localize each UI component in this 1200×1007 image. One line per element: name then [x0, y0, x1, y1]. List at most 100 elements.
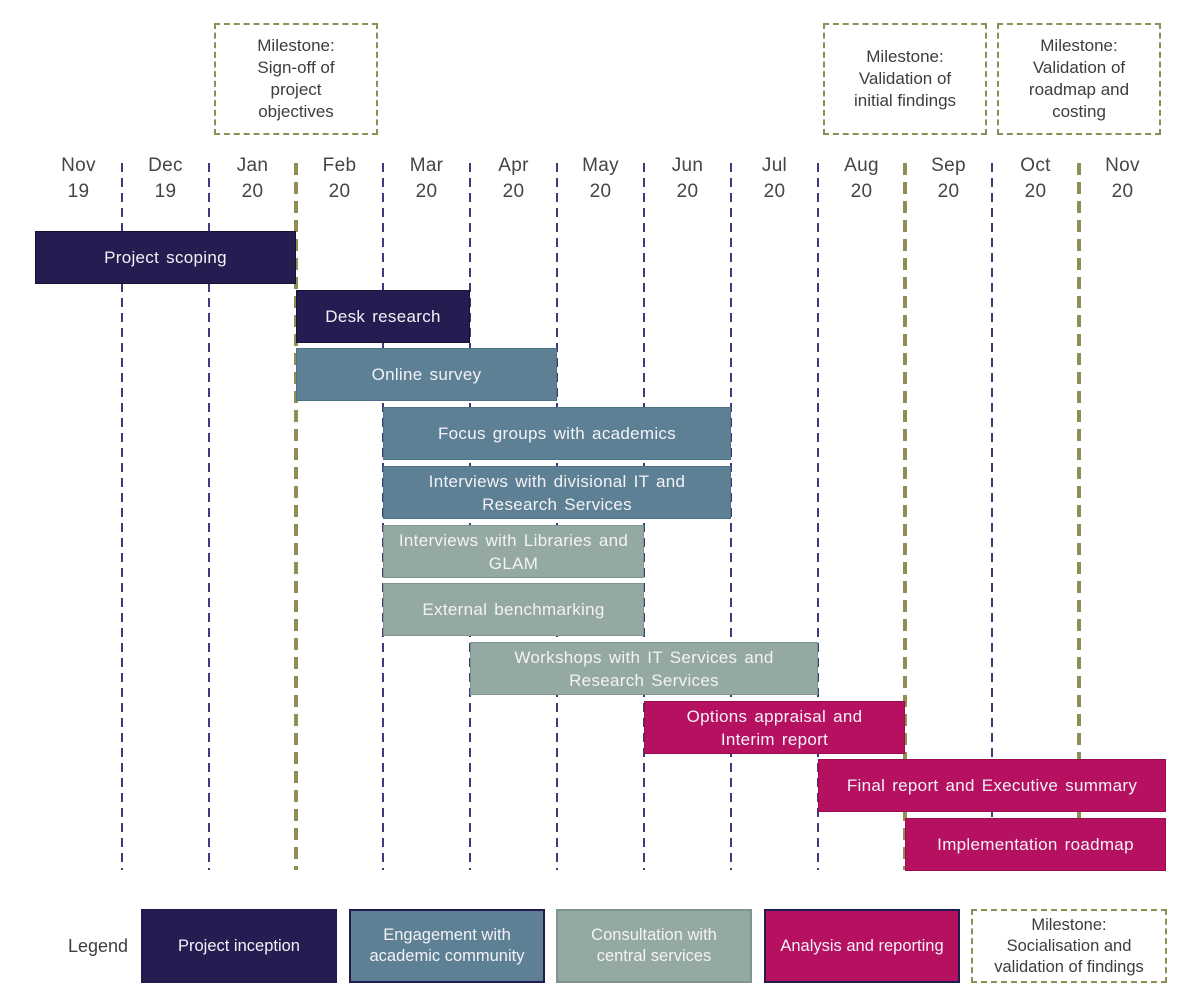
month-gridline [730, 163, 732, 870]
month-label-line: 20 [1024, 181, 1047, 202]
month-label: May 20 [557, 153, 644, 205]
month-label-line: 19 [67, 181, 90, 202]
month-label-line: 20 [937, 181, 960, 202]
milestone-gridline [294, 163, 298, 870]
task-bar-label-line: Focus groups with academics [437, 424, 677, 443]
month-label: Feb 20 [296, 153, 383, 205]
month-label: Jan 20 [209, 153, 296, 205]
month-label-line: Aug [844, 155, 879, 176]
milestone-callout-line: Milestone: [257, 36, 335, 55]
task-bar-label-line: Research Services [569, 670, 719, 690]
legend-item-label-line: Socialisation and [1006, 936, 1132, 955]
milestone-gridline [1077, 163, 1081, 870]
month-label-line: Feb [322, 155, 357, 176]
milestone-callout-line: costing [1052, 102, 1106, 121]
task-bar-label-line: External benchmarking [422, 600, 605, 619]
month-label-line: 20 [676, 181, 699, 202]
legend-item-engagement: Engagement with academic community [349, 909, 545, 983]
month-label-line: Jun [671, 155, 704, 176]
task-bar-label-line: Project scoping [104, 248, 227, 267]
month-label: Mar 20 [383, 153, 470, 205]
month-label: Aug 20 [818, 153, 905, 205]
task-bar-final-report-and-executive-summary: Final report and Executive summary [818, 759, 1166, 812]
milestone-callout-line: initial findings [853, 91, 957, 110]
month-label-line: Dec [148, 155, 183, 176]
month-label-line: 20 [415, 181, 438, 202]
task-bar-label-line: Interviews with divisional IT and [428, 471, 686, 491]
milestone-callout-line: Validation of [858, 69, 952, 88]
month-gridline [991, 163, 993, 870]
task-bar-label-line: Options appraisal and [686, 706, 863, 726]
task-bar-online-survey: Online survey [296, 348, 557, 401]
month-gridline [208, 163, 210, 870]
month-label-line: 20 [328, 181, 351, 202]
milestone-callout: Milestone: Validation of initial findings [823, 23, 987, 135]
task-bar-label-line: GLAM [488, 553, 539, 573]
task-bar-label-line: Implementation roadmap [937, 835, 1134, 854]
legend-item-label-line: academic community [369, 947, 525, 965]
legend-label: Legend [67, 936, 129, 956]
legend-item-label-line: Engagement with [383, 926, 511, 944]
month-label-line: May [582, 155, 619, 176]
milestone-callout-line: Milestone: [1040, 36, 1118, 55]
task-bar-desk-research: Desk research [296, 290, 470, 343]
task-bar-label-line: Desk research [325, 307, 441, 326]
legend-item-consultation: Consultation with central services [556, 909, 752, 983]
month-label: Nov 20 [1079, 153, 1166, 205]
month-label: Sep 20 [905, 153, 992, 205]
milestone-callout-line: Sign-off of [257, 58, 335, 77]
task-bar-label-line: Workshops with IT Services and [514, 647, 774, 667]
month-gridline [121, 163, 123, 870]
month-label: Oct 20 [992, 153, 1079, 205]
legend-item-label-line: validation of findings [994, 957, 1144, 976]
month-label: Apr 20 [470, 153, 557, 205]
legend-item-label-line: Consultation with [591, 926, 717, 944]
month-label-line: Mar [409, 155, 444, 176]
task-bar-label-line: Interviews with Libraries and [398, 530, 629, 550]
milestone-callout-line: objectives [258, 102, 334, 121]
milestone-callout: Milestone: Validation of roadmap and costin… [997, 23, 1161, 135]
month-label-line: 20 [589, 181, 612, 202]
task-bar-label-line: Final report and Executive summary [846, 776, 1138, 795]
task-bar-project-scoping: Project scoping [35, 231, 296, 284]
task-bar-label-line: Interim report [720, 729, 829, 749]
task-bar-implementation-roadmap: Implementation roadmap [905, 818, 1166, 871]
task-bar-external-benchmarking: External benchmarking [383, 583, 644, 636]
legend-item-label-line: Analysis and reporting [780, 936, 944, 955]
legend-item-label-line: central services [596, 947, 712, 965]
month-label-line: Oct [1020, 155, 1051, 176]
month-label-line: 20 [763, 181, 786, 202]
month-gridline [817, 163, 819, 870]
legend-item-label-line: Project inception [178, 936, 300, 955]
month-label-line: 20 [1111, 181, 1134, 202]
milestone-callout-line: project [270, 80, 322, 99]
task-bar-label-line: Research Services [482, 494, 632, 514]
month-label-line: 20 [850, 181, 873, 202]
month-label: Nov 19 [35, 153, 122, 205]
month-label-line: Nov [61, 155, 96, 176]
legend-item-inception: Project inception [141, 909, 337, 983]
milestone-gridline [903, 163, 907, 870]
month-label-line: Jan [236, 155, 269, 176]
task-bar-label-line: Online survey [371, 365, 482, 384]
milestone-callout-line: Validation of [1032, 58, 1126, 77]
month-label-line: Sep [931, 155, 966, 176]
month-label: Jul 20 [731, 153, 818, 205]
month-label-line: 20 [241, 181, 264, 202]
milestone-callout-line: roadmap and [1028, 80, 1130, 99]
month-label-line: 20 [502, 181, 525, 202]
month-label-line: Nov [1105, 155, 1140, 176]
milestone-callout-line: Milestone: [866, 47, 944, 66]
legend-item-analysis: Analysis and reporting [764, 909, 960, 983]
month-label: Jun 20 [644, 153, 731, 205]
month-label-line: Apr [498, 155, 529, 176]
milestone-callout: Milestone: Sign-off of project objectives [214, 23, 378, 135]
month-label-line: Jul [761, 155, 788, 176]
